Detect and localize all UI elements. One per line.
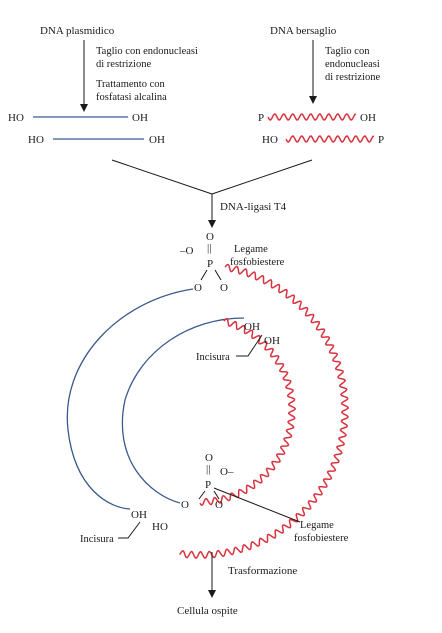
target-ho-bottom: HO [262,134,278,146]
target-p-top: P [258,112,264,124]
top-phosphate-p: P [207,258,213,270]
target-p-bottom: P [378,134,384,146]
linear-plasmid-ho-top: HO [8,112,24,124]
transformation-label: Trasformazione [228,565,297,577]
bottom-phosphate-bond-left [198,490,206,500]
ligase-arrowhead [208,220,216,228]
bottom-phosphate-o-double: O [205,452,213,464]
target-strand-top [267,113,357,121]
top-nick-oh-left: OH [244,321,260,333]
merge-line-right [211,159,313,195]
insert-inner-strand [199,318,297,507]
top-bond-label-line1: Legame [234,244,268,255]
insert-outer-strand [179,263,349,559]
bottom-phosphate-o-left: O [181,499,189,511]
bottom-nick-oh: OH [131,509,147,521]
target-dna-title: DNA bersaglio [270,25,337,37]
plasmid-dna-title: DNA plasmidico [40,25,115,37]
top-phosphate-o-left: O [194,282,202,294]
cut-right-label-line3: di restrizione [325,72,380,83]
plasmid-process-arrowhead [80,104,88,112]
bottom-bond-label-line1: Legame [300,520,334,531]
top-phosphate-double-bond: || [207,242,211,254]
bottom-nick-label: Incisura [80,534,114,545]
linear-plasmid-ho-bottom: HO [28,134,44,146]
phosphatase-label-line1: Trattamento con [96,79,165,90]
top-phosphate-o-right: O [220,282,228,294]
target-oh-top: OH [360,112,376,124]
merge-line-left [111,159,213,195]
plasmid-inner-strand [121,317,245,504]
linear-plasmid-oh-bottom: OH [149,134,165,146]
linear-plasmid-oh-top: OH [132,112,148,124]
top-nick-leader [236,334,263,357]
bottom-phosphate-o-minus: O– [220,466,234,478]
bottom-nick-ho: HO [152,521,168,533]
phosphatase-label-line2: fosfatasi alcalina [96,92,167,103]
target-process-arrowhead [309,96,317,104]
cut-left-label-line2: di restrizione [96,59,151,70]
plasmid-outer-strand [66,288,194,510]
bottom-phosphate-o-right: O [215,499,223,511]
bottom-nick-leader [118,521,141,539]
top-nick-oh-right: OH [264,335,280,347]
bottom-bond-label-line2: fosfobiestere [294,533,349,544]
host-cell-label: Cellula ospite [177,605,238,617]
transformation-arrowhead [208,590,216,598]
bottom-phosphate-double-bond: || [206,463,210,475]
cut-left-label-line1: Taglio con endonucleasi [96,46,198,57]
top-bond-label-line2: fosfobiestere [230,257,285,268]
top-nick-label: Incisura [196,352,230,363]
ligase-label: DNA-ligasi T4 [220,201,287,213]
target-strand-bottom [285,135,375,143]
bottom-phosphate-p: P [205,479,211,491]
top-phosphate-bond-left [200,269,208,281]
bottom-bond-leader [213,487,301,523]
top-phosphate-bond-right [214,269,222,281]
cut-right-label-line1: Taglio con [325,46,370,57]
top-phosphate-o-minus: –O [179,245,194,257]
bottom-phosphate-bond-right [213,490,220,500]
top-phosphate-o-double: O [206,231,214,243]
cut-right-label-line2: endonucleasi [325,59,380,70]
